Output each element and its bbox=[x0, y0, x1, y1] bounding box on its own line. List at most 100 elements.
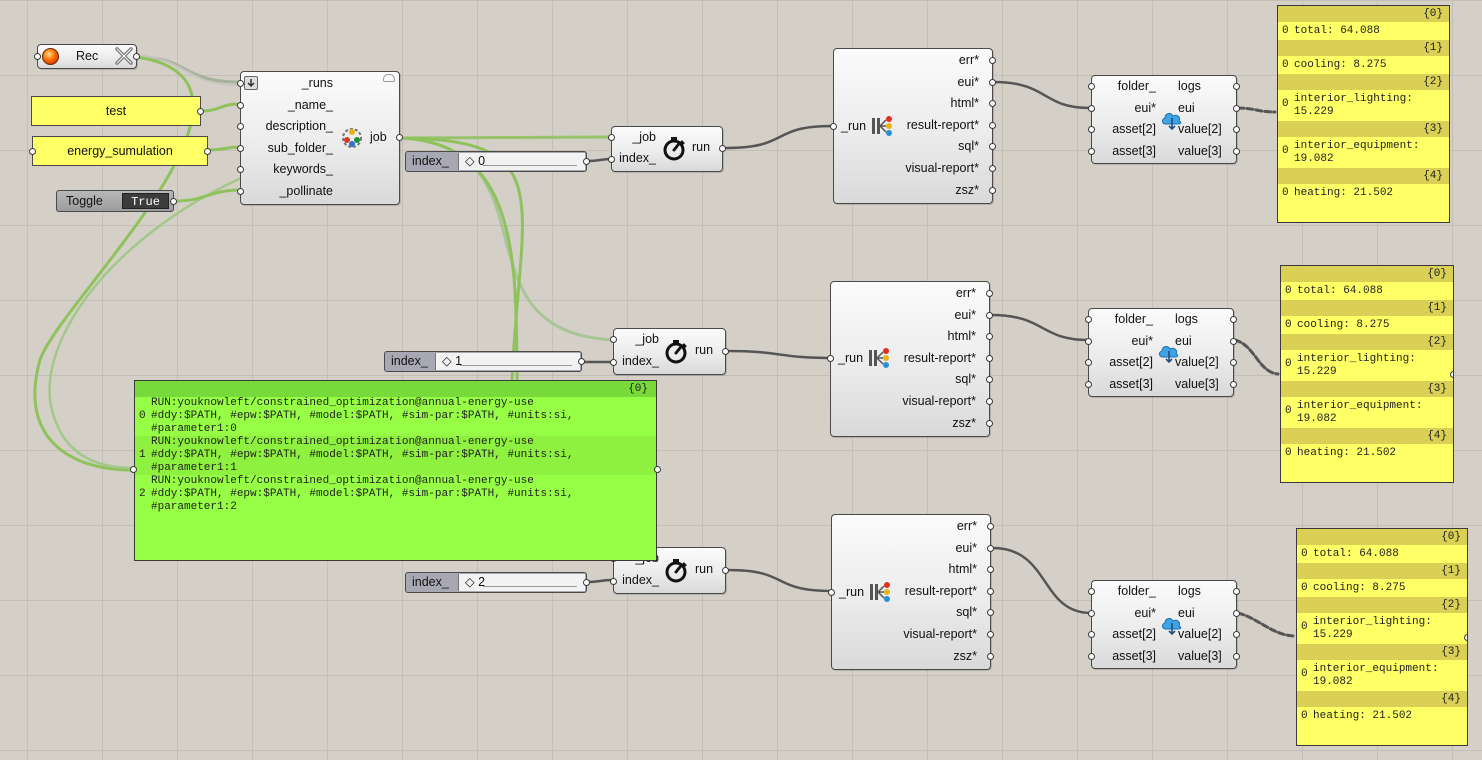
run-port-output[interactable] bbox=[722, 348, 729, 355]
recipe-port-eui[interactable] bbox=[989, 79, 996, 86]
recipe-port-zsz[interactable] bbox=[986, 420, 993, 427]
job-port-sub-folder[interactable] bbox=[237, 145, 244, 152]
eui-port-value3[interactable] bbox=[1233, 653, 1240, 660]
recipe-port-sql[interactable] bbox=[986, 376, 993, 383]
index-slider-1[interactable]: index_ ◇ 1 bbox=[384, 351, 585, 372]
recipe-port-err[interactable] bbox=[989, 57, 996, 64]
runs-panel-input-port[interactable] bbox=[130, 466, 137, 473]
folder-input-left-port[interactable] bbox=[29, 148, 36, 155]
eui-port-value2[interactable] bbox=[1233, 631, 1240, 638]
recipe-port-html[interactable] bbox=[987, 566, 994, 573]
job-port-description[interactable] bbox=[237, 123, 244, 130]
eui-port-value2[interactable] bbox=[1233, 126, 1240, 133]
panel-output-port[interactable] bbox=[1450, 371, 1453, 378]
recipe-port-result-report[interactable] bbox=[989, 122, 996, 129]
eui-port-asset2[interactable] bbox=[1088, 631, 1095, 638]
slider-output-port[interactable] bbox=[583, 579, 590, 586]
recipe-port-run[interactable] bbox=[827, 355, 834, 362]
toggle-value[interactable]: True bbox=[122, 193, 169, 209]
eui-port-asset3[interactable] bbox=[1088, 653, 1095, 660]
eui-port-asset2[interactable] bbox=[1085, 359, 1092, 366]
job-port-pollinate[interactable] bbox=[237, 188, 244, 195]
download-arrow-icon[interactable] bbox=[244, 76, 258, 90]
clear-x-icon[interactable] bbox=[114, 46, 134, 66]
run-component-2[interactable]: _job index_ run bbox=[610, 328, 729, 375]
run-component-1[interactable]: _job index_ run bbox=[608, 126, 726, 172]
job-port-name[interactable] bbox=[237, 102, 244, 109]
job-port-keywords[interactable] bbox=[237, 166, 244, 173]
toggle-output-port[interactable] bbox=[170, 198, 177, 205]
eui-port-eui-out[interactable] bbox=[1230, 338, 1237, 345]
eui-port-value3[interactable] bbox=[1230, 381, 1237, 388]
runs-panel-output-port[interactable] bbox=[654, 466, 661, 473]
slider-output-port[interactable] bbox=[578, 358, 585, 365]
run-port-output[interactable] bbox=[719, 145, 726, 152]
recipe-port-result-report[interactable] bbox=[987, 588, 994, 595]
name-input-panel[interactable]: test bbox=[31, 96, 204, 126]
boolean-toggle[interactable]: Toggle True bbox=[56, 190, 177, 212]
eui-port-value2[interactable] bbox=[1230, 359, 1237, 366]
panel-output-port[interactable] bbox=[1464, 634, 1467, 641]
index-slider-0[interactable]: index_ ◇ 0 bbox=[405, 151, 590, 172]
recipe-port-err[interactable] bbox=[986, 290, 993, 297]
eui-port-eui-in[interactable] bbox=[1088, 105, 1095, 112]
load-eui-component-1[interactable]: folder_ eui* asset[2] asset[3] logs eui … bbox=[1088, 75, 1240, 164]
load-eui-component-2[interactable]: folder_ eui* asset[2] asset[3] logs eui … bbox=[1085, 308, 1237, 397]
run-port-index[interactable] bbox=[610, 359, 617, 366]
recipe-port-eui[interactable] bbox=[987, 545, 994, 552]
eui-port-asset2[interactable] bbox=[1088, 126, 1095, 133]
eui-port-eui-in[interactable] bbox=[1088, 610, 1095, 617]
job-port-output[interactable] bbox=[396, 134, 403, 141]
eui-port-eui-in[interactable] bbox=[1085, 338, 1092, 345]
record-icon[interactable] bbox=[42, 48, 59, 65]
recipe-results-component-2[interactable]: _run err* eui* html* result-report* sql*… bbox=[827, 281, 993, 437]
slider-track[interactable]: ◇ 0 bbox=[458, 153, 585, 170]
slider-output-port[interactable] bbox=[583, 158, 590, 165]
recipe-port-html[interactable] bbox=[989, 100, 996, 107]
eui-port-logs[interactable] bbox=[1233, 83, 1240, 90]
create-job-component[interactable]: _runs _name_ description_ sub_folder_ ke… bbox=[237, 71, 403, 205]
recipe-port-eui[interactable] bbox=[986, 312, 993, 319]
recipe-port-zsz[interactable] bbox=[989, 187, 996, 194]
eui-port-folder[interactable] bbox=[1085, 316, 1092, 323]
folder-input-port[interactable] bbox=[204, 148, 211, 155]
eui-port-value3[interactable] bbox=[1233, 148, 1240, 155]
eui-port-logs[interactable] bbox=[1230, 316, 1237, 323]
job-port-runs[interactable] bbox=[237, 80, 244, 87]
recipe-port-run[interactable] bbox=[830, 123, 837, 130]
eui-port-asset3[interactable] bbox=[1088, 148, 1095, 155]
recipe-port-html[interactable] bbox=[986, 333, 993, 340]
run-port-index[interactable] bbox=[610, 578, 617, 585]
eui-port-eui-out[interactable] bbox=[1233, 105, 1240, 112]
run-port-job[interactable] bbox=[610, 336, 617, 343]
recipe-port-sql[interactable] bbox=[989, 143, 996, 150]
name-input-port[interactable] bbox=[197, 108, 204, 115]
recipe-port-run[interactable] bbox=[828, 589, 835, 596]
recipe-port-visual-report[interactable] bbox=[989, 165, 996, 172]
recipe-port-visual-report[interactable] bbox=[987, 631, 994, 638]
record-output-port[interactable] bbox=[133, 53, 140, 60]
recipe-results-component-3[interactable]: _run err* eui* html* result-report* sql*… bbox=[828, 514, 994, 670]
recipe-results-component-1[interactable]: _run err* eui* html* result-report* sql*… bbox=[830, 48, 996, 204]
run-port-output[interactable] bbox=[722, 567, 729, 574]
eui-port-folder[interactable] bbox=[1088, 83, 1095, 90]
run-port-index[interactable] bbox=[608, 156, 615, 163]
recipe-port-result-report[interactable] bbox=[986, 355, 993, 362]
eui-port-eui-out[interactable] bbox=[1233, 610, 1240, 617]
record-input-port[interactable] bbox=[34, 53, 41, 60]
eui-port-asset3[interactable] bbox=[1085, 381, 1092, 388]
record-component[interactable]: Rec bbox=[34, 44, 140, 69]
eui-port-folder[interactable] bbox=[1088, 588, 1095, 595]
recipe-port-err[interactable] bbox=[987, 523, 994, 530]
slider-track[interactable]: ◇ 2 bbox=[458, 574, 585, 591]
run-port-job[interactable] bbox=[608, 134, 615, 141]
index-slider-2[interactable]: index_ ◇ 2 bbox=[405, 572, 590, 593]
recipe-port-visual-report[interactable] bbox=[986, 398, 993, 405]
slider-track[interactable]: ◇ 1 bbox=[435, 353, 580, 370]
load-eui-component-3[interactable]: folder_ eui* asset[2] asset[3] logs eui … bbox=[1088, 580, 1240, 669]
folder-input-panel[interactable]: energy_sumulation bbox=[29, 136, 211, 166]
recipe-port-zsz[interactable] bbox=[987, 653, 994, 660]
